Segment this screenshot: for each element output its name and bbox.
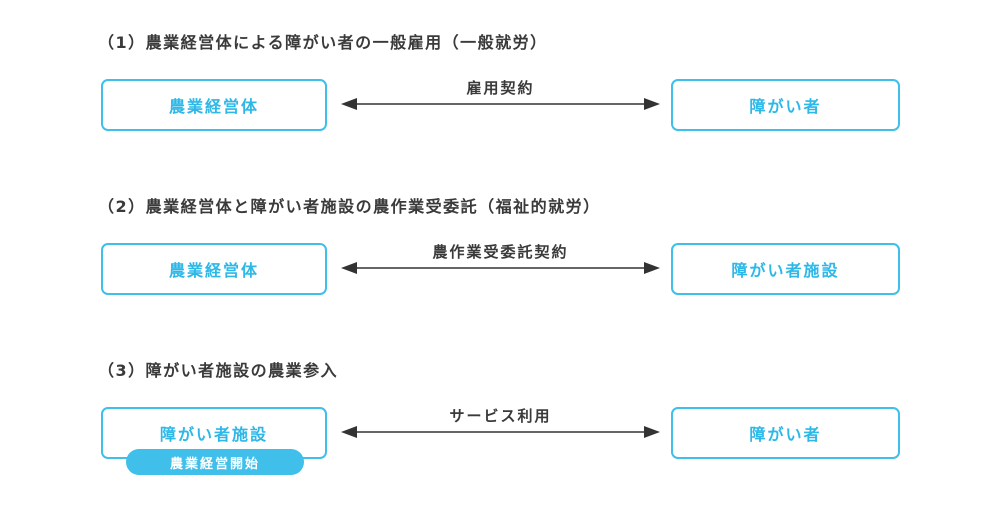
section-2-right-box: 障がい者施設 (671, 243, 900, 295)
arrow-head-left (341, 426, 357, 438)
section-3-heading: （3）障がい者施設の農業参入 (98, 361, 339, 380)
section-2-heading: （2）農業経営体と障がい者施設の農作業受委託（福祉的就労） (98, 197, 601, 216)
section-1-left-box: 農業経営体 (101, 79, 327, 131)
section-3-left-badge: 農業経営開始 (126, 449, 304, 475)
section-2-left-box: 農業経営体 (101, 243, 327, 295)
section-2-arrow-label: 農作業受委託契約 (432, 243, 569, 261)
section-1-double-arrow (341, 98, 660, 110)
arrow-head-left (341, 262, 357, 274)
section-3-double-arrow (341, 426, 660, 438)
arrow-head-right (644, 426, 660, 438)
section-1-arrow-label: 雇用契約 (466, 79, 535, 97)
section-2-double-arrow (341, 262, 660, 274)
section-3-right-box: 障がい者 (671, 407, 900, 459)
section-3-arrow-label: サービス利用 (449, 407, 552, 425)
section-1-heading: （1）農業経営体による障がい者の一般雇用（一般就労） (98, 33, 548, 52)
arrow-head-left (341, 98, 357, 110)
arrow-head-right (644, 262, 660, 274)
section-1-right-box: 障がい者 (671, 79, 900, 131)
arrow-head-right (644, 98, 660, 110)
